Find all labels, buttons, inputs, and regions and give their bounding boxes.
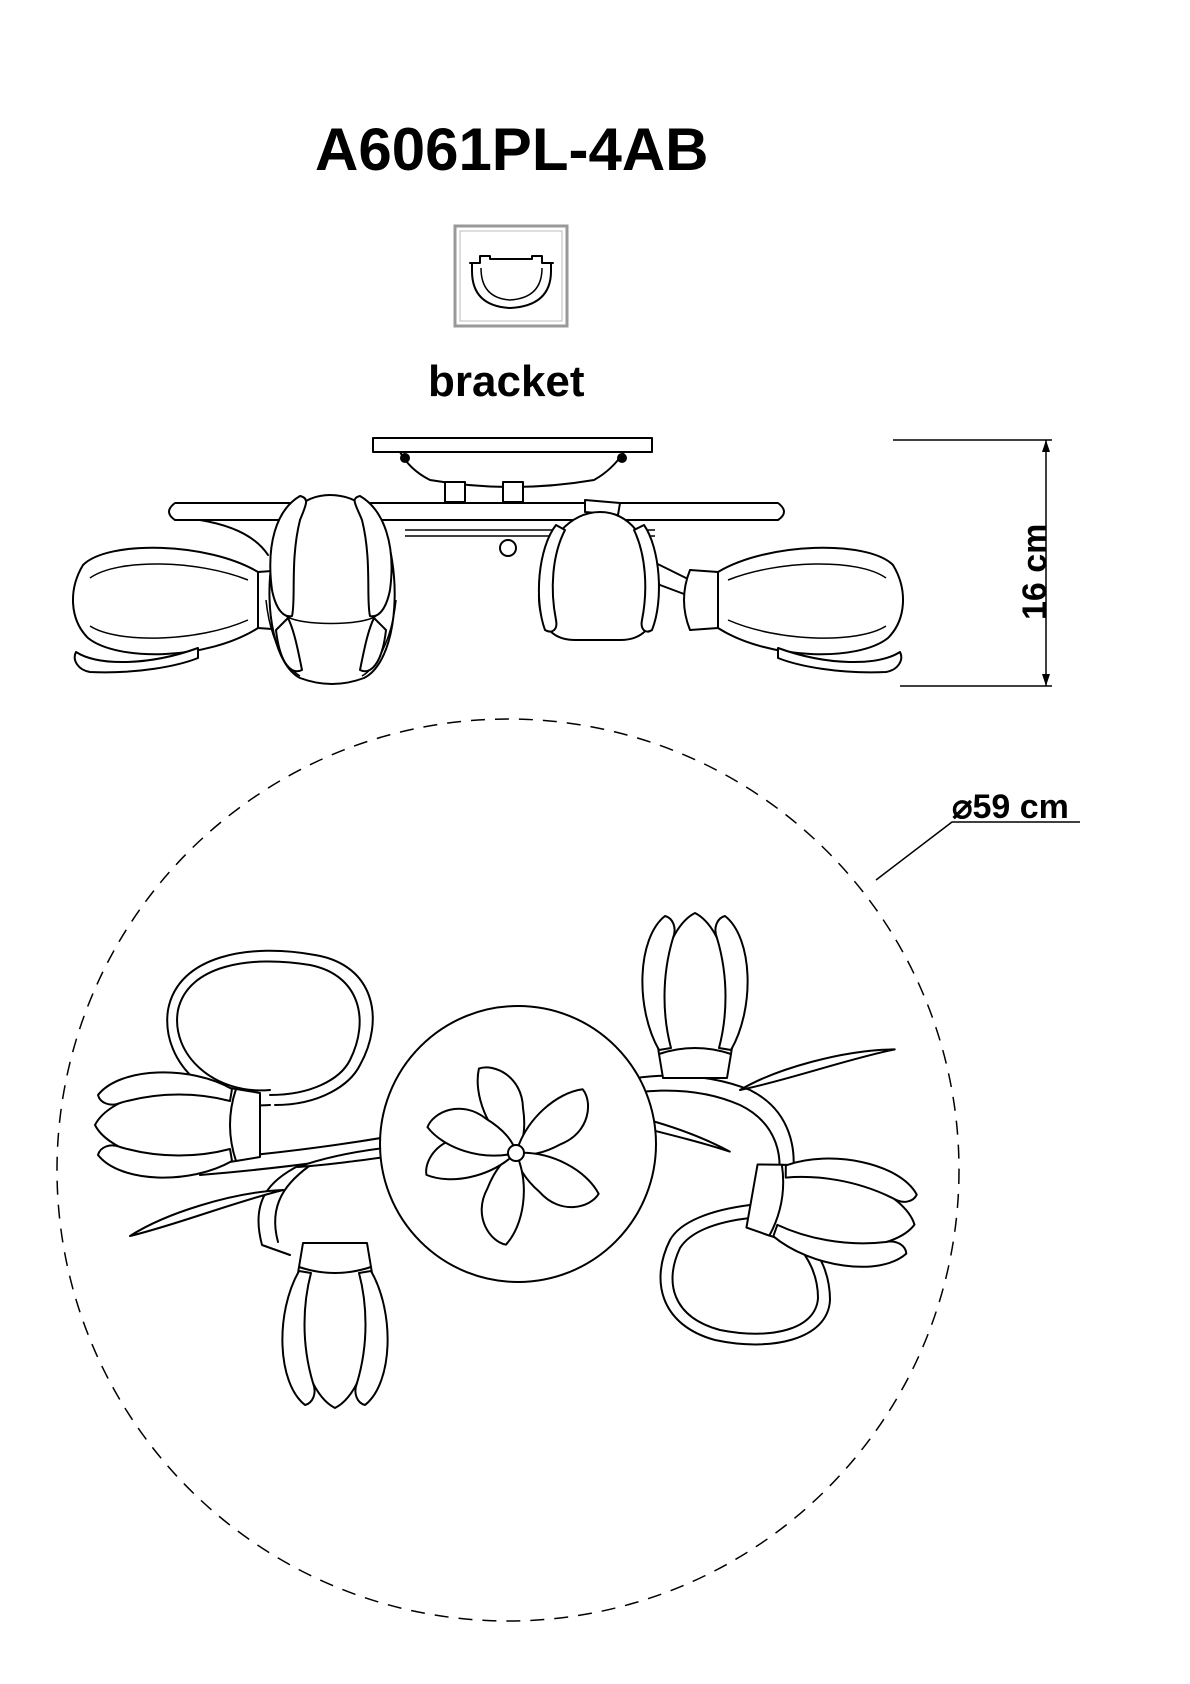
height-dimension: 16 cm	[1016, 524, 1054, 620]
diameter-dimension: ⌀59 cm	[952, 788, 1069, 826]
side-lamp-1	[71, 546, 293, 674]
leaf-4	[736, 1040, 897, 1092]
side-lamp-2	[265, 494, 397, 685]
center-flower	[425, 1066, 600, 1246]
top-lamp-upper	[641, 912, 749, 1079]
diameter-outline	[56, 718, 960, 1622]
top-view: ⌀59 cm	[56, 718, 1080, 1622]
top-lamp-right	[741, 1143, 925, 1278]
model-number: A6061PL-4AB	[315, 116, 709, 183]
top-lamp-lower	[281, 1242, 389, 1409]
side-view: 16 cm	[71, 437, 1054, 687]
top-lamp-left	[94, 1071, 261, 1179]
side-lamp-3	[537, 499, 660, 641]
bracket-icon	[453, 224, 569, 328]
side-lamp-4	[683, 546, 905, 674]
bracket-label: bracket	[428, 357, 585, 406]
